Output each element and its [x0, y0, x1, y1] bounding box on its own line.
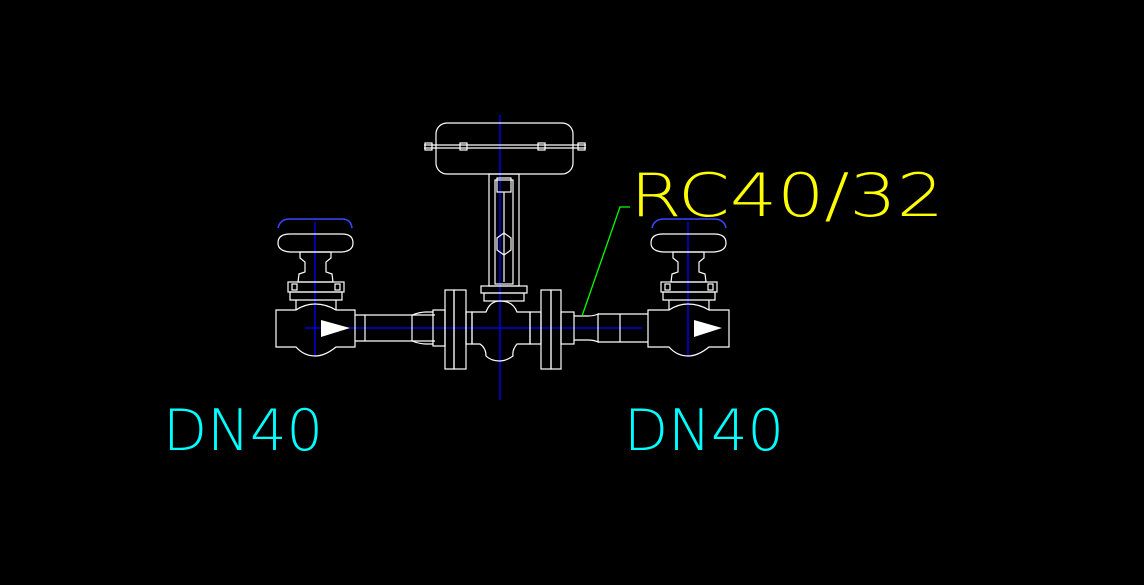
right-bolt-2: [707, 283, 714, 291]
right-flange-inner: [540, 289, 552, 370]
right-bonnet-skirt: [668, 300, 710, 310]
right-flange-outer: [550, 289, 562, 370]
control-valve-bonnet: [480, 285, 528, 294]
left-handwheel-arc: [277, 218, 353, 229]
centerlines: [305, 115, 689, 400]
yoke-inner: [494, 179, 514, 285]
right-reducer-hub: [560, 311, 575, 345]
stem-nut: [496, 232, 512, 256]
left-flow-arrow-icon: [321, 320, 350, 337]
right-handwheel-icon: [650, 233, 727, 253]
right-globe-valve: [647, 218, 730, 357]
actuator-bolt-3: [537, 142, 546, 151]
right-piping: [529, 289, 648, 370]
left-valve-body: [275, 303, 356, 357]
left-globe-valve: [275, 218, 356, 357]
left-piping: [355, 289, 473, 370]
actuator-bolt-1: [424, 142, 433, 151]
right-handwheel-arc: [651, 218, 727, 229]
right-flow-arrow-icon: [694, 320, 722, 337]
left-bolt-2: [334, 283, 341, 291]
outlet-size-label: DN40: [624, 398, 784, 464]
left-handwheel-icon: [277, 233, 354, 253]
callout-leader-line: [581, 206, 630, 317]
left-flange-inner: [453, 289, 467, 370]
actuator-bolt-2: [459, 142, 468, 151]
right-valve-body: [647, 303, 730, 357]
left-bolt-1: [291, 283, 298, 291]
control-valve: [424, 122, 586, 362]
inlet-size-label: DN40: [163, 398, 323, 464]
left-bonnet-neck: [289, 291, 343, 301]
left-flange-outer: [444, 289, 455, 370]
control-valve-body: [471, 300, 531, 362]
left-reducer: [411, 311, 433, 345]
actuator-bolt-4: [577, 142, 586, 151]
right-bonnet-neck: [662, 291, 716, 301]
left-bonnet-skirt: [295, 300, 337, 310]
right-bolt-1: [664, 283, 671, 291]
right-reducer: [574, 313, 599, 343]
control-valve-tag-label: RC40/32: [630, 161, 944, 231]
